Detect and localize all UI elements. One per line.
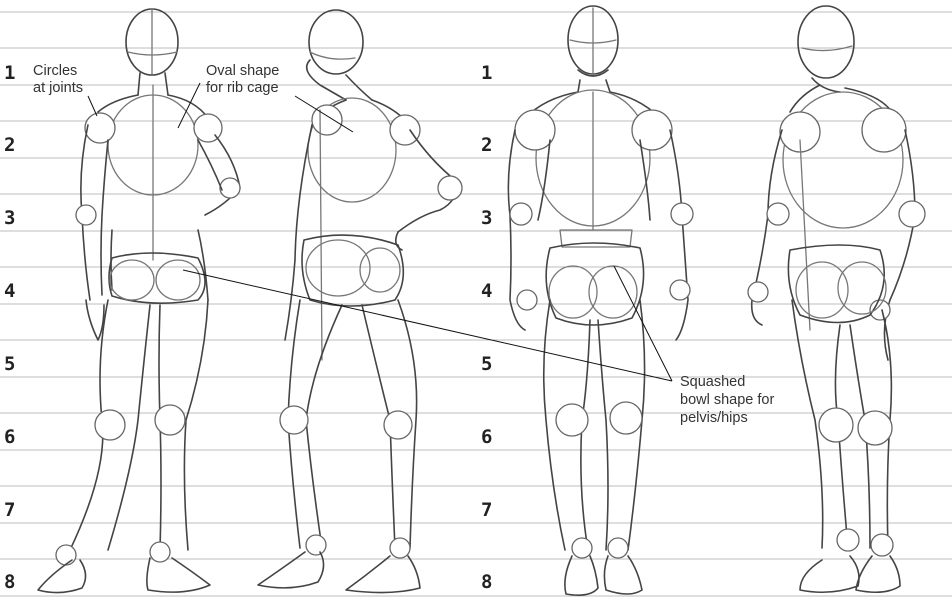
ruler-number: 5 (481, 353, 492, 375)
ruler-number: 6 (481, 426, 492, 448)
ruler-number: 4 (4, 280, 15, 302)
label-oval-ribcage: Oval shape for rib cage (206, 63, 283, 96)
label-bowl-pelvis: Squashed bowl shape for pelvis/hips (680, 374, 778, 426)
leader-circles-joints (88, 96, 97, 116)
ruler-number: 8 (481, 571, 492, 593)
ruler-middle: 1 2 3 4 5 6 7 8 (481, 62, 492, 593)
ruler-number: 2 (481, 134, 492, 156)
figure-male-front (508, 6, 693, 595)
label-circles-joints: Circles at joints (33, 63, 83, 96)
figure-male-three-quarter (748, 6, 925, 592)
ruler-number: 6 (4, 426, 15, 448)
ruler-number: 1 (4, 62, 15, 84)
ruler-number: 3 (4, 207, 15, 229)
ruler-number: 5 (4, 353, 15, 375)
ruler-number: 7 (481, 499, 492, 521)
ruler-number: 8 (4, 571, 15, 593)
ruler-number: 2 (4, 134, 15, 156)
ruler-number: 4 (481, 280, 492, 302)
ruler-number: 1 (481, 62, 492, 84)
figure-female-three-quarter (258, 10, 462, 593)
ruler-number: 7 (4, 499, 15, 521)
figure-female-back (38, 9, 240, 593)
ruler-left: 1 2 3 4 5 6 7 8 (4, 62, 15, 593)
ruler-number: 3 (481, 207, 492, 229)
